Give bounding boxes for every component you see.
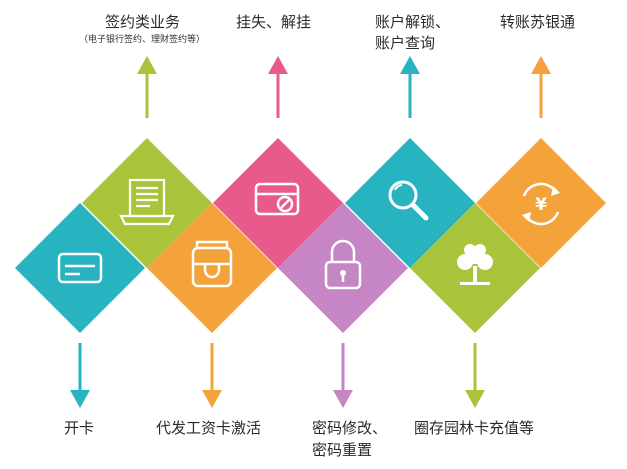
label-account-line2: 账户查询 bbox=[375, 34, 436, 52]
label-transfer: 转账苏银通 bbox=[500, 13, 576, 31]
label-password-line1: 密码修改、 bbox=[312, 419, 388, 437]
arrow-up-signing bbox=[137, 56, 157, 118]
magnifier-icon bbox=[388, 180, 429, 221]
label-open-card: 开卡 bbox=[64, 419, 95, 437]
arrow-up-transfer bbox=[531, 56, 551, 118]
svg-text:¥: ¥ bbox=[535, 195, 547, 215]
arrow-up-account bbox=[400, 56, 420, 118]
label-signing-note: （电子银行签约、理财签约等） bbox=[79, 35, 206, 45]
arrow-down-password bbox=[333, 343, 353, 408]
diamond-transfer bbox=[476, 138, 606, 268]
arrow-down-payroll bbox=[202, 343, 222, 408]
tree-icon bbox=[457, 244, 493, 285]
arrow-up-loss-report bbox=[268, 56, 288, 118]
diamond-open-card bbox=[15, 203, 145, 333]
diamond-payroll bbox=[147, 203, 277, 333]
arrow-down-recharge bbox=[465, 343, 485, 408]
diamond-password bbox=[278, 203, 408, 333]
label-recharge: 圈存园林卡充值等 bbox=[414, 419, 535, 437]
yuan-transfer-icon: ¥ bbox=[522, 182, 560, 226]
blocked-card-icon bbox=[254, 182, 300, 216]
arrow-down-open-card bbox=[70, 343, 90, 408]
laptop-document-icon bbox=[119, 178, 175, 226]
label-password-line2: 密码重置 bbox=[312, 441, 373, 459]
card-icon bbox=[57, 252, 103, 284]
label-loss-report: 挂失、解挂 bbox=[236, 13, 312, 31]
label-signing: 签约类业务 bbox=[105, 13, 181, 31]
label-payroll: 代发工资卡激活 bbox=[156, 419, 262, 437]
padlock-icon bbox=[324, 239, 362, 290]
label-account-line1: 账户解锁、 bbox=[375, 13, 451, 31]
wallet-icon bbox=[191, 240, 233, 288]
